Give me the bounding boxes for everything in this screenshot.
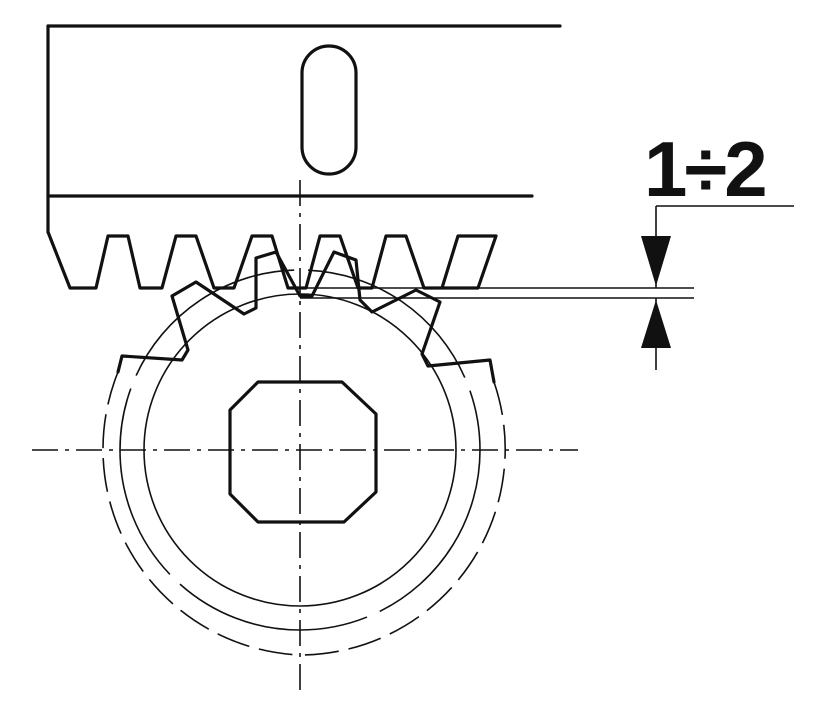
rack-teeth xyxy=(46,230,498,290)
pinion-teeth-outline xyxy=(116,250,496,384)
pinion-outer-circle-left xyxy=(102,371,301,656)
dimension-arrow-down xyxy=(641,236,671,286)
gap-reference-lines xyxy=(300,287,694,299)
gap-dimension: 1÷2 xyxy=(641,125,794,370)
rack-slot xyxy=(300,44,358,176)
gear-rack xyxy=(46,24,562,290)
pinion-outer-circle-right xyxy=(299,381,506,656)
dimension-label: 1÷2 xyxy=(644,125,765,213)
dimension-arrow-up xyxy=(641,300,671,348)
pinion-gear xyxy=(102,250,506,656)
pinion-square-bore xyxy=(228,380,378,524)
center-lines xyxy=(32,180,578,695)
